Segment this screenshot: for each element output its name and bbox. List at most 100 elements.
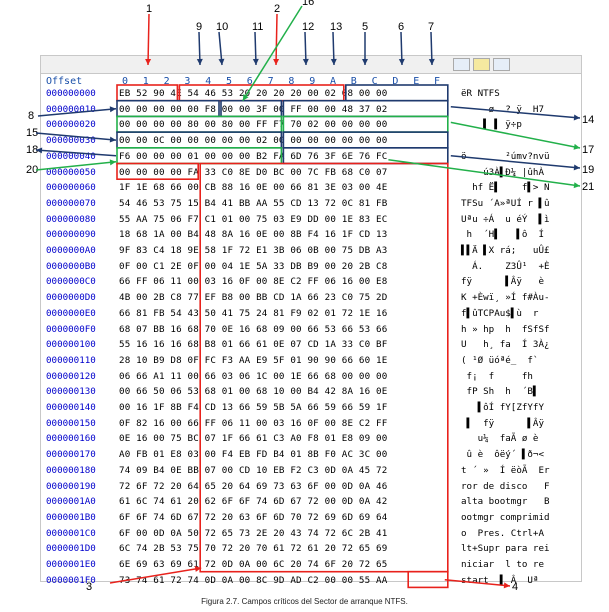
arrow-19-head <box>573 164 580 171</box>
row-hex-bytes[interactable]: 1F 1E 68 66 00 CB 88 16 0E 00 66 81 3E 0… <box>119 182 388 194</box>
search-icon[interactable] <box>473 58 490 71</box>
column-header-B: B <box>350 76 357 87</box>
row-ascii: U h¸ fa Í 3À¿ <box>461 339 550 351</box>
row-offset: 000000150 <box>46 417 96 429</box>
arrow-14-head <box>573 114 580 121</box>
arrow-15-head <box>109 136 116 143</box>
row-ascii: ror de disco F <box>461 480 550 492</box>
row-offset: 000000160 <box>46 433 96 445</box>
row-hex-bytes[interactable]: 0F 82 16 00 66 FF 06 11 00 03 16 0F 00 8… <box>119 417 388 429</box>
row-hex-bytes[interactable]: 18 68 1A 00 B4 48 8A 16 0E 00 8B F4 16 1… <box>119 229 388 241</box>
column-header-0: 0 <box>122 76 129 87</box>
row-hex-bytes[interactable]: A0 FB 01 E8 03 00 F4 EB FD B4 01 8B F0 A… <box>119 449 388 461</box>
row-hex-bytes[interactable]: 00 16 1F 8B F4 CD 13 66 59 5B 5A 66 59 6… <box>119 402 388 413</box>
edit-icon[interactable] <box>453 58 470 71</box>
row-offset: 000000190 <box>46 480 96 492</box>
row-hex-bytes[interactable]: EB 52 90 4E 54 46 53 20 20 20 20 00 02 0… <box>119 88 388 99</box>
arrow-10-head <box>218 58 225 65</box>
arrow-2-head <box>273 58 280 65</box>
row-hex-bytes[interactable]: 54 46 53 75 15 B4 41 BB AA 55 CD 13 72 0… <box>119 197 388 209</box>
callout-19: 19 <box>582 164 594 176</box>
row-hex-bytes[interactable]: 00 00 00 00 00 F8 00 00 3F 00 FF 00 00 4… <box>119 103 388 115</box>
row-offset: 0000001B0 <box>46 511 96 523</box>
box-signature <box>407 570 449 589</box>
row-hex-bytes[interactable]: 06 66 A1 11 00 66 03 06 1C 00 1E 66 68 0… <box>119 370 388 382</box>
row-hex-bytes[interactable]: 55 AA 75 06 F7 C1 01 00 75 03 E9 DD 00 1… <box>119 213 388 225</box>
arrow-5-head <box>362 59 368 65</box>
column-header-4: 4 <box>205 76 212 87</box>
column-header-3: 3 <box>184 76 191 87</box>
callout-9: 9 <box>196 21 202 33</box>
column-header-8: 8 <box>288 76 295 87</box>
callout-11: 11 <box>252 21 263 33</box>
box-mft-cluster <box>116 131 283 149</box>
row-ascii: start ▌ ­Â Uª <box>461 574 539 586</box>
row-ascii: hf Ë▌ f▌> N <box>461 182 550 194</box>
column-header-5: 5 <box>226 76 233 87</box>
column-header-6: 6 <box>246 76 253 87</box>
row-hex-bytes[interactable]: 28 10 B9 D8 0F FC F3 AA E9 5F 01 90 90 6… <box>119 354 388 366</box>
arrow-18 <box>35 149 117 157</box>
row-hex-bytes[interactable]: 55 16 16 16 68 B8 01 66 61 0E 07 CD 1A 3… <box>119 339 388 351</box>
arrow-11-head <box>252 58 259 65</box>
arrow-3-head <box>194 566 202 572</box>
row-ascii: ootmgr comprimid <box>461 511 550 523</box>
callout-7: 7 <box>428 21 434 33</box>
callout-1: 1 <box>146 3 152 15</box>
row-hex-bytes[interactable]: 6F 6F 74 6D 67 72 20 63 6F 6D 70 72 69 6… <box>119 511 388 523</box>
row-ascii: o Pres. Ctrl+A <box>461 527 544 539</box>
row-hex-bytes[interactable]: 9F 83 C4 18 9E 58 1F 72 E1 3B 06 0B 00 7… <box>119 245 388 256</box>
row-offset: 000000080 <box>46 213 96 225</box>
row-offset: 000000060 <box>46 182 96 194</box>
row-hex-bytes[interactable]: 66 81 FB 54 43 50 41 75 24 81 F9 02 01 7… <box>119 307 388 319</box>
arrow-17 <box>450 121 581 149</box>
row-ascii: Uªu ÷Á u éÝ ▌ì <box>461 213 550 225</box>
arrow-13-head <box>330 58 337 65</box>
row-hex-bytes[interactable]: 6C 74 2B 53 75 70 72 20 70 61 72 61 20 7… <box>119 543 388 555</box>
box-checksum <box>116 162 199 180</box>
arrow-12-head <box>302 58 309 65</box>
row-hex-bytes[interactable]: 00 00 00 00 80 00 80 00 FF F7 70 02 00 0… <box>119 119 388 131</box>
callout-12: 12 <box>302 21 314 33</box>
row-hex-bytes[interactable]: 73 74 61 72 74 0D 0A 00 8C 9D AD C2 00 0… <box>119 574 388 586</box>
row-hex-bytes[interactable]: 4B 00 2B C8 77 EF B8 00 BB CD 1A 66 23 C… <box>119 292 388 304</box>
arrow-16 <box>242 5 303 102</box>
row-hex-bytes[interactable]: 00 00 00 00 FA 33 C0 8E D0 BC 00 7C FB 6… <box>119 166 388 178</box>
row-ascii: ( ¹Ø üóªé_ f` <box>461 354 539 366</box>
row-hex-bytes[interactable]: 66 FF 06 11 00 03 16 0F 00 8E C2 FF 06 1… <box>119 276 388 288</box>
row-ascii: ▌ fÿ ▌Âÿ <box>461 417 544 429</box>
callout-21: 21 <box>582 181 594 193</box>
row-hex-bytes[interactable]: 6F 00 0D 0A 50 72 65 73 2E 20 43 74 72 6… <box>119 527 388 539</box>
arrow-19 <box>450 155 581 169</box>
row-ascii: t ´ » Í ëòÃ Er <box>461 464 550 476</box>
row-ascii: lt+Supr para rei <box>461 543 550 555</box>
row-hex-bytes[interactable]: 6E 69 63 69 61 72 0D 0A 00 6C 20 74 6F 2… <box>119 559 388 570</box>
row-hex-bytes[interactable]: 68 07 BB 16 68 70 0E 16 68 09 00 66 53 6… <box>119 323 388 335</box>
row-hex-bytes[interactable]: 00 66 50 06 53 68 01 00 68 10 00 B4 42 8… <box>119 386 388 398</box>
row-hex-bytes[interactable]: 0E 16 00 75 BC 07 1F 66 61 C3 A0 F8 01 E… <box>119 433 388 445</box>
figure-caption: Figura 2.7. Campos críticos del Sector d… <box>201 597 408 606</box>
row-ascii: ▌ ▌ ÿ÷p <box>461 119 522 131</box>
row-offset: 0000001A0 <box>46 496 96 508</box>
row-hex-bytes[interactable]: 74 09 B4 0E BB 07 00 CD 10 EB F2 C3 0D 0… <box>119 464 388 476</box>
callout-15: 15 <box>26 127 38 139</box>
row-hex-bytes[interactable]: F6 00 00 00 01 00 00 00 B2 FA 6D 76 3F 6… <box>119 150 388 162</box>
box-jump-instruction <box>116 84 179 102</box>
row-ascii: ▌ôÍ fY[ZfYfY <box>461 402 544 413</box>
row-hex-bytes[interactable]: 00 00 0C 00 00 00 00 00 02 00 00 00 00 0… <box>119 135 388 147</box>
column-header-C: C <box>371 76 378 87</box>
row-offset: 000000040 <box>46 150 96 162</box>
arrow-8 <box>37 107 117 117</box>
arrow-icon[interactable] <box>493 58 510 71</box>
arrow-4-head <box>503 582 510 589</box>
row-ascii: û è ôëý´ ▌ð¬< <box>461 449 544 461</box>
row-offset: 0000000A0 <box>46 245 96 256</box>
offset-header: Offset <box>46 76 83 87</box>
row-offset: 0000001E0 <box>46 559 96 570</box>
row-hex-bytes[interactable]: 61 6C 74 61 20 62 6F 6F 74 6D 67 72 00 0… <box>119 496 388 508</box>
arrow-21 <box>388 159 581 187</box>
row-hex-bytes[interactable]: 72 6F 72 20 64 65 20 64 69 73 63 6F 00 0… <box>119 480 388 492</box>
row-hex-bytes[interactable]: 0F 00 C1 2E 0F 00 04 1E 5A 33 DB B9 00 2… <box>119 260 388 272</box>
callout-17: 17 <box>582 144 594 156</box>
row-offset: 0000001D0 <box>46 543 96 555</box>
